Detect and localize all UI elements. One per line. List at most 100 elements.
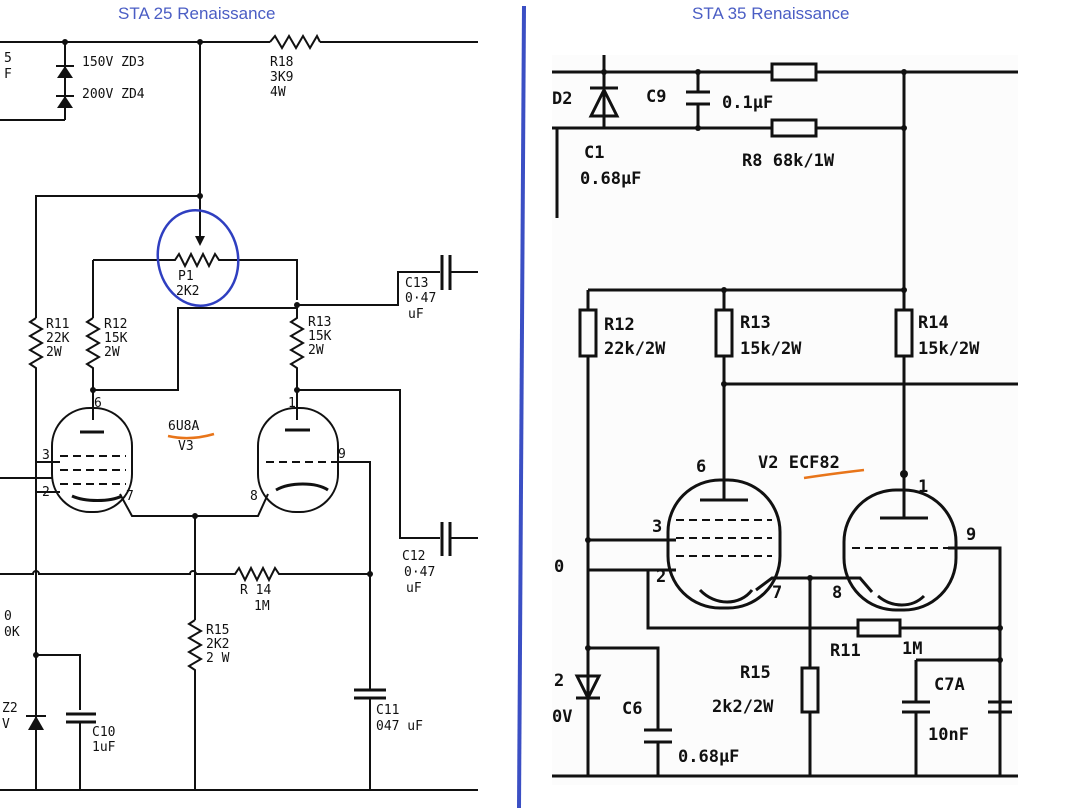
r14-ref-right: R14 [918, 313, 949, 333]
r8-label: R8 68k/1W [742, 151, 835, 171]
c6-capacitor [644, 728, 672, 744]
c6-value: 0.68µF [678, 747, 739, 767]
r15-power: 2 W [206, 651, 230, 666]
r18-ref: R18 [270, 55, 293, 70]
scan-background [552, 55, 1018, 785]
pin-label: 3 [652, 517, 662, 537]
r12-ref-right: R12 [604, 315, 635, 335]
zd4-zener [57, 96, 73, 108]
c10-capacitor [66, 712, 96, 724]
edge-label-right: 0V [552, 707, 572, 727]
z2-zener [28, 716, 44, 730]
p1-ref: P1 [178, 269, 194, 284]
c7a-ref: C7A [934, 675, 965, 695]
pin-label: 6 [94, 396, 102, 411]
right-panel-title: STA 35 Renaissance [692, 4, 850, 23]
pin-label: 8 [832, 583, 842, 603]
d2-label: D2 [552, 89, 572, 109]
c6-ref: C6 [622, 699, 642, 719]
edge-label-right: 2 [554, 671, 564, 691]
cross-link-wire [93, 307, 297, 391]
pin-label: 1 [288, 396, 296, 411]
c12-capacitor [440, 522, 452, 556]
r15-value: 2K2 [206, 637, 229, 652]
c10-ref: C10 [92, 725, 115, 740]
edge-label-right: 0 [554, 557, 564, 577]
c6-wire [586, 540, 660, 776]
pin-label: 7 [126, 489, 134, 504]
c12-value: 0·47 [404, 565, 435, 580]
right-zener [574, 674, 602, 702]
edge-label: 0 [4, 609, 12, 624]
zd3-label: 150V ZD3 [82, 55, 145, 70]
c9-capacitor [686, 90, 710, 106]
r13-ref: R13 [308, 315, 331, 330]
r15-resistor [187, 619, 203, 790]
tube-label-right: V2 ECF82 [758, 453, 840, 473]
tube-ref-label: V3 [178, 439, 194, 454]
c12-wire [297, 389, 440, 539]
c7a-value: 10nF [928, 725, 969, 745]
c13-ref: C13 [405, 276, 428, 291]
zd4-label: 200V ZD4 [82, 87, 145, 102]
left-tube-triode [257, 407, 339, 513]
r18-value: 3K9 [270, 70, 293, 85]
r14-value-right: 15k/2W [918, 339, 980, 359]
edge-label: V [2, 717, 10, 732]
panel-divider [517, 5, 526, 809]
r18-power: 4W [270, 85, 286, 100]
r15-ref: R15 [206, 623, 229, 638]
r12-power: 2W [104, 345, 120, 360]
c9-ref: C9 [646, 87, 666, 107]
pin-label: 2 [656, 567, 666, 587]
c7a-wire [914, 658, 1000, 776]
r11-ref: R11 [46, 317, 69, 332]
c13-wire [297, 271, 440, 306]
c13-unit: uF [408, 307, 424, 322]
r8-resistor [770, 118, 818, 138]
right-tube-triode [842, 488, 958, 612]
r11-supply-wire [35, 195, 200, 318]
r12-value-right: 22k/2W [604, 339, 666, 359]
r13-resistor [289, 305, 305, 420]
pin-label: 9 [338, 447, 346, 462]
r15-ref-right: R15 [740, 663, 771, 683]
left-tube-pentode [51, 407, 133, 513]
p1-annotation-circle [156, 208, 240, 308]
tube-type-label: 6U8A [168, 419, 199, 434]
pin-label: 1 [918, 477, 928, 497]
c12-ref: C12 [402, 549, 425, 564]
p1-value: 2K2 [176, 284, 199, 299]
d2-diode [588, 86, 620, 118]
right-tube-pentode [666, 478, 782, 610]
r14-line [0, 565, 370, 583]
r11-resistor [28, 317, 44, 790]
edge-label: Z2 [2, 701, 18, 716]
zd3-zener [57, 66, 73, 78]
r11-value-right: 1M [902, 639, 922, 659]
c9-value: 0.1µF [722, 93, 773, 113]
c10-value: 1uF [92, 740, 116, 755]
c11-ref: C11 [376, 703, 399, 718]
pin-label: 6 [696, 457, 706, 477]
c10-wire [36, 654, 81, 710]
edge-label: F [4, 67, 12, 82]
r12-value: 15K [104, 331, 128, 346]
r-top-resistor [770, 62, 818, 82]
left-schematic: 5 F 150V ZD3 200V ZD4 R18 3K9 4W P1 2K2 … [0, 33, 478, 791]
r13-ref-right: R13 [740, 313, 771, 333]
tube-label-underline [803, 468, 865, 480]
pin-label: 9 [966, 525, 976, 545]
c13-value: 0·47 [405, 291, 436, 306]
c11-value: 047 uF [376, 719, 423, 734]
c11-capacitor [354, 688, 386, 700]
pin-label: 2 [42, 485, 50, 500]
r13-value: 15K [308, 329, 332, 344]
r13-power: 2W [308, 343, 324, 358]
c12-unit: uF [406, 581, 422, 596]
c1-ref: C1 [584, 143, 604, 163]
r11-power: 2W [46, 345, 62, 360]
r14-value: 1M [254, 599, 270, 614]
pin-label: 8 [250, 489, 258, 504]
